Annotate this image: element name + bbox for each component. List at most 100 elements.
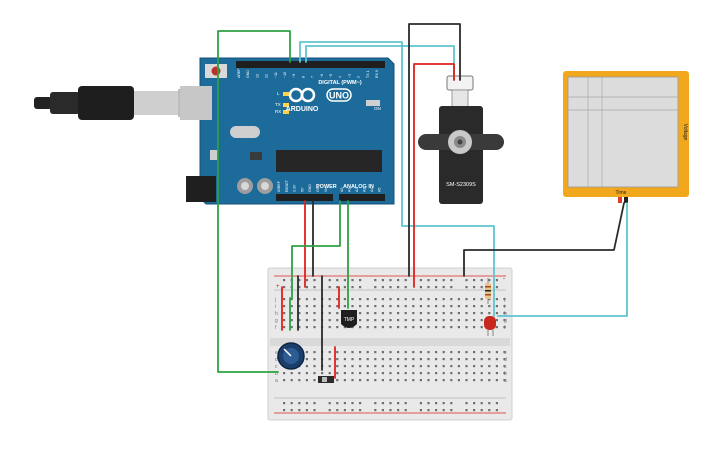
- breadboard-hole[interactable]: [343, 379, 346, 382]
- breadboard-hole[interactable]: [457, 319, 460, 322]
- breadboard-hole[interactable]: [328, 305, 331, 308]
- breadboard-hole[interactable]: [336, 372, 339, 375]
- breadboard-hole[interactable]: [305, 365, 308, 368]
- breadboard-hole[interactable]: [336, 351, 339, 354]
- breadboard-hole[interactable]: [404, 365, 407, 368]
- breadboard-hole[interactable]: [495, 409, 498, 412]
- wire-cyan-pin9-servo[interactable]: [305, 45, 455, 81]
- breadboard-hole[interactable]: [495, 298, 498, 301]
- breadboard-hole[interactable]: [450, 326, 453, 329]
- breadboard-hole[interactable]: [473, 279, 476, 282]
- breadboard-hole[interactable]: [328, 298, 331, 301]
- breadboard-hole[interactable]: [473, 379, 476, 382]
- breadboard-hole[interactable]: [389, 409, 392, 412]
- breadboard-hole[interactable]: [359, 351, 362, 354]
- breadboard-hole[interactable]: [381, 319, 384, 322]
- breadboard-hole[interactable]: [283, 286, 286, 289]
- breadboard-hole[interactable]: [283, 305, 286, 308]
- breadboard-hole[interactable]: [503, 351, 506, 354]
- breadboard-hole[interactable]: [419, 351, 422, 354]
- breadboard-hole[interactable]: [442, 379, 445, 382]
- breadboard-hole[interactable]: [488, 312, 491, 315]
- breadboard-hole[interactable]: [283, 379, 286, 382]
- breadboard-hole[interactable]: [457, 305, 460, 308]
- breadboard-hole[interactable]: [313, 312, 316, 315]
- breadboard-hole[interactable]: [488, 279, 491, 282]
- breadboard-hole[interactable]: [450, 319, 453, 322]
- breadboard-hole[interactable]: [313, 326, 316, 329]
- breadboard-hole[interactable]: [381, 409, 384, 412]
- breadboard-hole[interactable]: [389, 319, 392, 322]
- breadboard-hole[interactable]: [435, 379, 438, 382]
- breadboard-hole[interactable]: [473, 372, 476, 375]
- breadboard-hole[interactable]: [503, 365, 506, 368]
- breadboard-hole[interactable]: [465, 312, 468, 315]
- breadboard-hole[interactable]: [313, 286, 316, 289]
- breadboard-hole[interactable]: [442, 409, 445, 412]
- breadboard-hole[interactable]: [435, 312, 438, 315]
- breadboard-hole[interactable]: [351, 409, 354, 412]
- breadboard-hole[interactable]: [305, 358, 308, 361]
- breadboard-hole[interactable]: [381, 279, 384, 282]
- breadboard-hole[interactable]: [381, 358, 384, 361]
- breadboard-hole[interactable]: [397, 305, 400, 308]
- breadboard-hole[interactable]: [495, 305, 498, 308]
- breadboard-hole[interactable]: [290, 298, 293, 301]
- breadboard-hole[interactable]: [427, 305, 430, 308]
- breadboard-hole[interactable]: [397, 379, 400, 382]
- breadboard-hole[interactable]: [374, 409, 377, 412]
- breadboard-hole[interactable]: [283, 279, 286, 282]
- breadboard-hole[interactable]: [328, 319, 331, 322]
- breadboard-hole[interactable]: [495, 358, 498, 361]
- breadboard-hole[interactable]: [457, 298, 460, 301]
- breadboard-hole[interactable]: [404, 379, 407, 382]
- breadboard-hole[interactable]: [290, 372, 293, 375]
- breadboard-hole[interactable]: [313, 365, 316, 368]
- breadboard-hole[interactable]: [450, 286, 453, 289]
- breadboard-hole[interactable]: [397, 372, 400, 375]
- breadboard-hole[interactable]: [328, 409, 331, 412]
- breadboard-hole[interactable]: [359, 365, 362, 368]
- breadboard-hole[interactable]: [343, 409, 346, 412]
- breadboard-hole[interactable]: [503, 326, 506, 329]
- breadboard-hole[interactable]: [389, 312, 392, 315]
- breadboard-hole[interactable]: [336, 279, 339, 282]
- breadboard-hole[interactable]: [480, 286, 483, 289]
- breadboard-hole[interactable]: [495, 319, 498, 322]
- breadboard-hole[interactable]: [374, 326, 377, 329]
- breadboard-hole[interactable]: [298, 319, 301, 322]
- breadboard-hole[interactable]: [450, 402, 453, 405]
- breadboard-hole[interactable]: [442, 298, 445, 301]
- breadboard-hole[interactable]: [480, 358, 483, 361]
- breadboard-hole[interactable]: [427, 326, 430, 329]
- breadboard-hole[interactable]: [313, 402, 316, 405]
- breadboard-hole[interactable]: [351, 305, 354, 308]
- breadboard-hole[interactable]: [442, 319, 445, 322]
- breadboard-hole[interactable]: [450, 365, 453, 368]
- breadboard-hole[interactable]: [290, 326, 293, 329]
- breadboard-hole[interactable]: [374, 379, 377, 382]
- breadboard-hole[interactable]: [305, 326, 308, 329]
- breadboard-hole[interactable]: [480, 298, 483, 301]
- breadboard-hole[interactable]: [389, 286, 392, 289]
- breadboard-hole[interactable]: [488, 351, 491, 354]
- breadboard-hole[interactable]: [366, 365, 369, 368]
- breadboard-hole[interactable]: [343, 358, 346, 361]
- breadboard-hole[interactable]: [366, 319, 369, 322]
- breadboard-hole[interactable]: [305, 305, 308, 308]
- breadboard-hole[interactable]: [305, 372, 308, 375]
- breadboard-hole[interactable]: [442, 358, 445, 361]
- breadboard-hole[interactable]: [488, 409, 491, 412]
- breadboard-hole[interactable]: [419, 305, 422, 308]
- breadboard-hole[interactable]: [503, 298, 506, 301]
- wire-cyan-pin10-top[interactable]: [299, 41, 495, 317]
- breadboard-hole[interactable]: [495, 351, 498, 354]
- breadboard-hole[interactable]: [389, 379, 392, 382]
- breadboard-hole[interactable]: [450, 351, 453, 354]
- breadboard-hole[interactable]: [442, 286, 445, 289]
- breadboard-hole[interactable]: [397, 365, 400, 368]
- breadboard-hole[interactable]: [495, 286, 498, 289]
- breadboard-hole[interactable]: [465, 279, 468, 282]
- breadboard-hole[interactable]: [351, 286, 354, 289]
- breadboard-hole[interactable]: [359, 305, 362, 308]
